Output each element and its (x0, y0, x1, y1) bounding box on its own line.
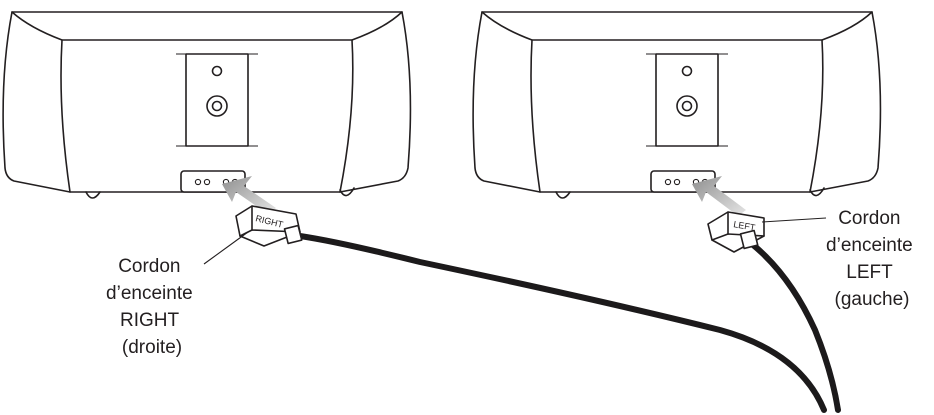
left-label-line-1: Cordon (838, 208, 900, 229)
left-label-line-4: (gauche) (835, 289, 910, 310)
insert-arrow-right (222, 176, 276, 214)
left-speaker-cable (749, 241, 841, 413)
right-label-line-1: Cordon (118, 256, 180, 277)
right-speaker (2, 11, 412, 199)
right-plug: RIGHT (235, 205, 303, 247)
left-label-leader (761, 217, 827, 223)
insert-arrow-left (692, 176, 746, 216)
left-cord-label: Cordon d’enceinte LEFT (gauche) (826, 208, 918, 310)
right-speaker-cable (297, 233, 827, 413)
right-label-leader (203, 231, 249, 265)
left-label-line-2: d’enceinte (826, 235, 913, 256)
left-label-line-3: LEFT (846, 262, 893, 283)
right-cord-label: Cordon d’enceinte RIGHT (droite) (106, 256, 198, 358)
left-plug: LEFT (707, 211, 765, 253)
left-speaker (472, 11, 882, 199)
right-label-line-2: d’enceinte (106, 283, 193, 304)
left-plug-marking: LEFT (733, 219, 757, 233)
right-label-line-3: RIGHT (120, 310, 180, 331)
right-label-line-4: (droite) (122, 337, 182, 358)
